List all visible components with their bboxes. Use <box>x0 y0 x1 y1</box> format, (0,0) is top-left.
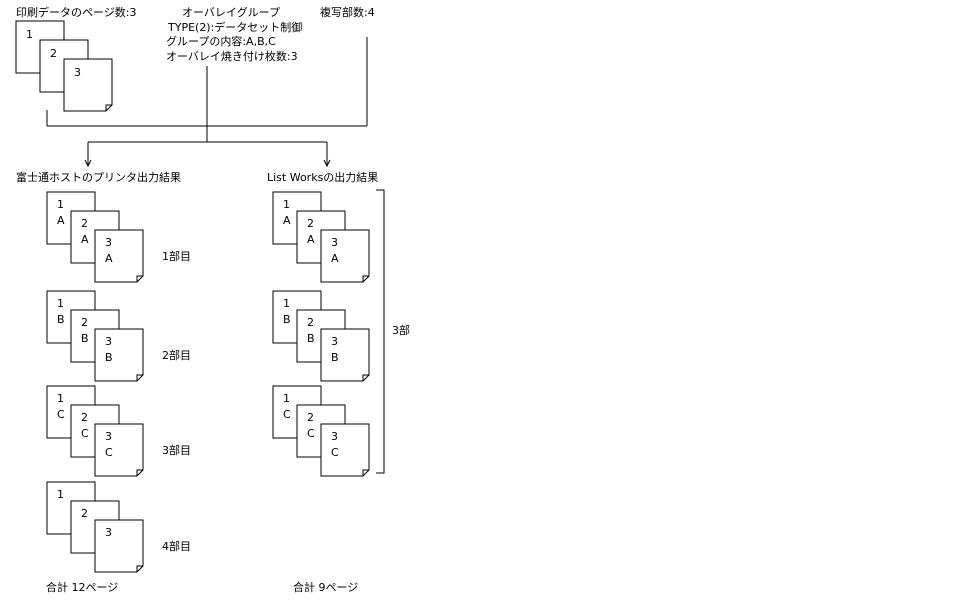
page-number: 3 <box>331 236 338 249</box>
copies-bracket <box>376 189 385 474</box>
page-number: 1 <box>283 198 290 211</box>
folded-corner-icon <box>136 374 143 381</box>
overlay-burn-count-label: オーバレイ焼き付け枚数:3 <box>166 49 298 63</box>
left-total-label: 合計 12ページ <box>46 580 118 594</box>
copies-label: 複写部数:4 <box>320 5 375 19</box>
left-output-title: 富士通ホストのプリンタ出力結果 <box>16 170 181 184</box>
right-total-label: 合計 9ページ <box>293 580 358 594</box>
page-overlay-letter: B <box>283 313 291 326</box>
page-sheet: 3B <box>94 328 144 382</box>
folded-corner-icon <box>105 104 112 111</box>
page-number: 1 <box>57 297 64 310</box>
folded-corner-icon <box>362 469 369 476</box>
page-sheet: 3C <box>320 423 370 477</box>
page-overlay-letter: B <box>331 351 339 364</box>
source-page-stack: 1 2 3 <box>15 20 113 112</box>
page-number: 3 <box>74 66 81 79</box>
arrow-right-head-icon <box>323 159 331 168</box>
page-number: 3 <box>105 236 112 249</box>
folded-corner-icon <box>136 275 143 282</box>
page-overlay-letter: A <box>283 214 291 227</box>
copy-set-label: 1部目 <box>162 249 191 263</box>
arrow-left-head-icon <box>84 159 92 168</box>
page-stack: 1 2 3 <box>46 481 144 573</box>
page-number: 2 <box>307 411 314 424</box>
page-overlay-letter: A <box>307 233 315 246</box>
copy-set-label: 4部目 <box>162 539 191 553</box>
group-content-label: グループの内容:A,B,C <box>166 34 276 48</box>
page-number: 1 <box>26 28 33 41</box>
page-number: 2 <box>307 217 314 230</box>
overlay-group-title: オーバレイグループ <box>182 5 280 19</box>
page-overlay-letter: B <box>307 332 315 345</box>
folded-corner-icon <box>136 469 143 476</box>
page-number: 2 <box>81 316 88 329</box>
page-overlay-letter: B <box>81 332 89 345</box>
page-number: 1 <box>283 392 290 405</box>
folded-corner-icon <box>362 275 369 282</box>
folded-corner-icon <box>136 565 143 572</box>
page-sheet: 3C <box>94 423 144 477</box>
page-sheet: 3A <box>320 229 370 283</box>
page-number: 1 <box>57 198 64 211</box>
page-number: 3 <box>331 430 338 443</box>
page-sheet: 3B <box>320 328 370 382</box>
page-number: 2 <box>307 316 314 329</box>
page-overlay-letter: C <box>283 408 291 421</box>
page-overlay-letter: A <box>57 214 65 227</box>
overlay-type-label: TYPE(2):データセット制御 <box>167 20 302 34</box>
page-overlay-letter: B <box>57 313 65 326</box>
copies-bracket-label: 3部 <box>392 323 410 337</box>
page-overlay-letter: C <box>105 446 113 459</box>
page-overlay-letter: A <box>81 233 89 246</box>
folded-corner-icon <box>362 374 369 381</box>
page-overlay-letter: A <box>331 252 339 265</box>
print-pages-label: 印刷データのページ数:3 <box>16 5 136 19</box>
page-overlay-letter: A <box>105 252 113 265</box>
page-number: 3 <box>105 526 112 539</box>
page-number: 3 <box>105 430 112 443</box>
page-number: 2 <box>81 507 88 520</box>
connector-lines <box>46 37 368 168</box>
right-output-title: List Worksの出力結果 <box>267 170 378 184</box>
copy-set-label: 3部目 <box>162 443 191 457</box>
page-overlay-letter: C <box>81 427 89 440</box>
page-sheet: 3 <box>94 519 144 573</box>
page-overlay-letter: B <box>105 351 113 364</box>
page-number: 1 <box>57 488 64 501</box>
page-number: 1 <box>57 392 64 405</box>
page-overlay-letter: C <box>307 427 315 440</box>
copy-set-label: 2部目 <box>162 348 191 362</box>
page-number: 3 <box>105 335 112 348</box>
page-overlay-letter: C <box>57 408 65 421</box>
page-sheet: 3 <box>63 58 113 112</box>
page-number: 2 <box>50 47 57 60</box>
page-number: 3 <box>331 335 338 348</box>
page-sheet: 3A <box>94 229 144 283</box>
page-number: 2 <box>81 411 88 424</box>
page-stack: 1 2 3 <box>15 20 113 112</box>
page-number: 2 <box>81 217 88 230</box>
page-overlay-letter: C <box>331 446 339 459</box>
page-number: 1 <box>283 297 290 310</box>
